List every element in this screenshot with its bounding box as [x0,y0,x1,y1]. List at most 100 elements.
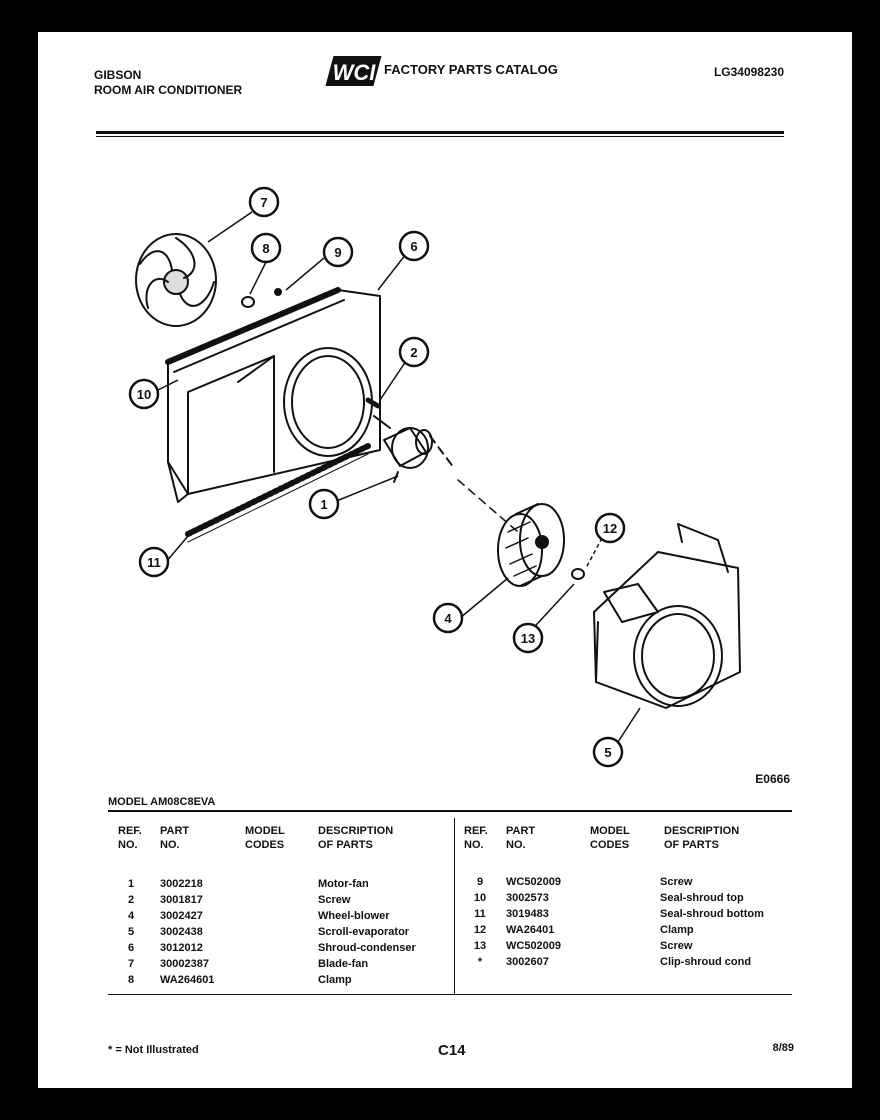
table-row: 6 [128,942,135,954]
table-row: Motor-fan [318,878,369,890]
table-row: 4 [128,910,135,922]
callout-12 [594,512,626,544]
table-row: 9 [476,876,484,888]
table-row: Screw [318,894,351,906]
catalog-date: 8/89 [772,1042,794,1054]
table-row: 12 [473,924,487,936]
brand-block: GIBSON ROOM AIR CONDITIONER [94,68,242,98]
table-row: Clip-shroud cond [660,956,752,968]
callout-13 [512,622,544,654]
seal-bottom-drawing [185,443,371,537]
table-row: Screw [660,940,693,952]
brand-name: GIBSON [94,68,142,82]
table-row: WC502009 [506,940,562,952]
header-ref-left: REF.NO. [118,825,142,851]
callout-7 [248,186,280,218]
callout-5 [592,736,624,768]
logo-text: WCI [333,60,377,85]
left-part-column: 3002218 3001817 3002427 3002438 3012012 … [160,876,214,988]
callout-7-label: 7 [260,195,267,210]
fan-blade-drawing [135,233,217,327]
blower-screw-drawing [571,568,585,580]
right-part-column: WC502009 3002573 3019483 WA26401 WC50200… [506,874,561,970]
table-row: * [477,956,483,968]
table-row: Scroll-evaporator [318,926,410,938]
callout-10-label: 10 [137,387,151,402]
callout-11 [138,546,170,578]
callout-1 [308,488,340,520]
table-row: 3019483 [506,908,549,920]
footnote: * = Not Illustrated [108,1044,199,1056]
callout-2 [398,336,430,368]
callout-11-label: 11 [147,555,161,570]
product-type: ROOM AIR CONDITIONER [94,83,243,97]
table-row: 3012012 [160,942,203,954]
callout-1-label: 1 [320,497,327,512]
table-row: Clamp [318,974,352,986]
callout-9 [322,236,354,268]
header-rule-thin [96,136,784,137]
callout-4-label: 4 [444,611,452,626]
table-row: Clamp [660,924,694,936]
callout-5-label: 5 [604,745,611,760]
table-divider [454,818,455,994]
callout-4 [432,602,464,634]
catalog-sheet: GIBSON ROOM AIR CONDITIONER WCI FACTORY … [38,32,852,1088]
callout-2-label: 2 [410,345,417,360]
catalog-title: FACTORY PARTS CATALOG [384,62,558,77]
table-row: 3002573 [506,892,549,904]
wci-logo: WCI [325,56,382,86]
right-ref-column: 9 10 11 12 13 * [466,874,494,970]
table-row: 11 [474,908,486,920]
table-row: 3002427 [160,910,203,922]
table-row: 30002387 [160,958,209,970]
table-row: WA26401 [506,924,555,936]
right-desc-column: Screw Seal-shroud top Seal-shroud bottom… [660,874,764,970]
table-row: 10 [473,892,487,904]
callout-13-label: 13 [521,631,535,646]
motor-fan-drawing [373,415,455,483]
table-row: 8 [128,974,135,986]
table-row: 13 [473,940,487,952]
table-top-rule [108,810,792,812]
table-row: 3002607 [506,956,549,968]
shroud-condenser-drawing [165,287,381,503]
table-row: Seal-shroud bottom [660,908,764,920]
model-line: MODEL AM08C8EVA [108,796,216,808]
header-rule [96,131,784,134]
scroll-evaporator-drawing [593,523,741,709]
page-code: C14 [438,1042,466,1059]
table-row: Seal-shroud top [660,892,744,904]
left-desc-column: Motor-fan Screw Wheel-blower Scroll-evap… [318,876,416,988]
table-row: Screw [660,876,693,888]
callout-8 [250,232,282,264]
table-row: 2 [128,894,135,906]
callout-8-label: 8 [262,241,269,256]
table-row: Wheel-blower [318,910,390,922]
table-row: 7 [128,958,135,970]
callout-6 [398,230,430,262]
table-row: WC502009 [506,876,562,888]
left-ref-column: 1 2 4 5 6 7 8 [128,876,134,988]
table-row: 3001817 [160,894,203,906]
blower-wheel-drawing [497,503,565,587]
screw-drawing [274,288,282,296]
header-ref-right: REF.NO. [464,825,488,851]
table-row: WA264601 [160,974,215,986]
callout-10 [128,378,160,410]
table-bottom-rule [108,994,792,995]
catalog-number: LG34098230 [713,65,784,79]
table-row: 1 [128,878,135,890]
table-row: Shroud-condenser [318,942,416,954]
table-row: 3002218 [160,878,203,890]
motor-screw-drawing [365,397,381,409]
table-row: 5 [128,926,135,938]
callout-6-label: 6 [410,239,417,254]
callout-12-label: 12 [603,521,617,536]
